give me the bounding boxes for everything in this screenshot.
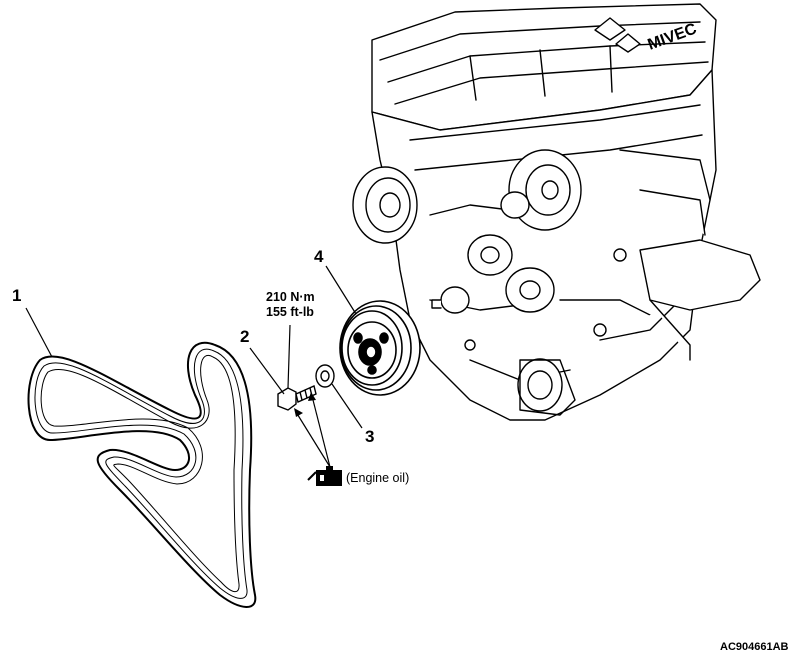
oil-arrowheads: [294, 392, 316, 417]
engine-oil-label: (Engine oil): [346, 471, 410, 485]
callout-3-washer: 3: [365, 427, 375, 446]
drive-belt: [27, 342, 257, 608]
torque-imperial: 155 ft-lb: [266, 305, 314, 319]
washer: [315, 364, 335, 388]
oil-can-icon: [307, 466, 343, 486]
figure-id: AC904661AB: [720, 641, 789, 653]
torque-metric: 210 N·m: [266, 290, 315, 304]
crankshaft-pulley: [339, 300, 421, 396]
leader-lines: [25, 265, 363, 468]
torque-spec: 210 N·m 155 ft-lb: [266, 290, 315, 320]
engine-block: [352, 3, 761, 421]
callout-2-bolt: 2: [240, 327, 250, 346]
callout-4-pulley: 4: [314, 247, 324, 266]
callout-1-belt: 1: [12, 286, 22, 305]
